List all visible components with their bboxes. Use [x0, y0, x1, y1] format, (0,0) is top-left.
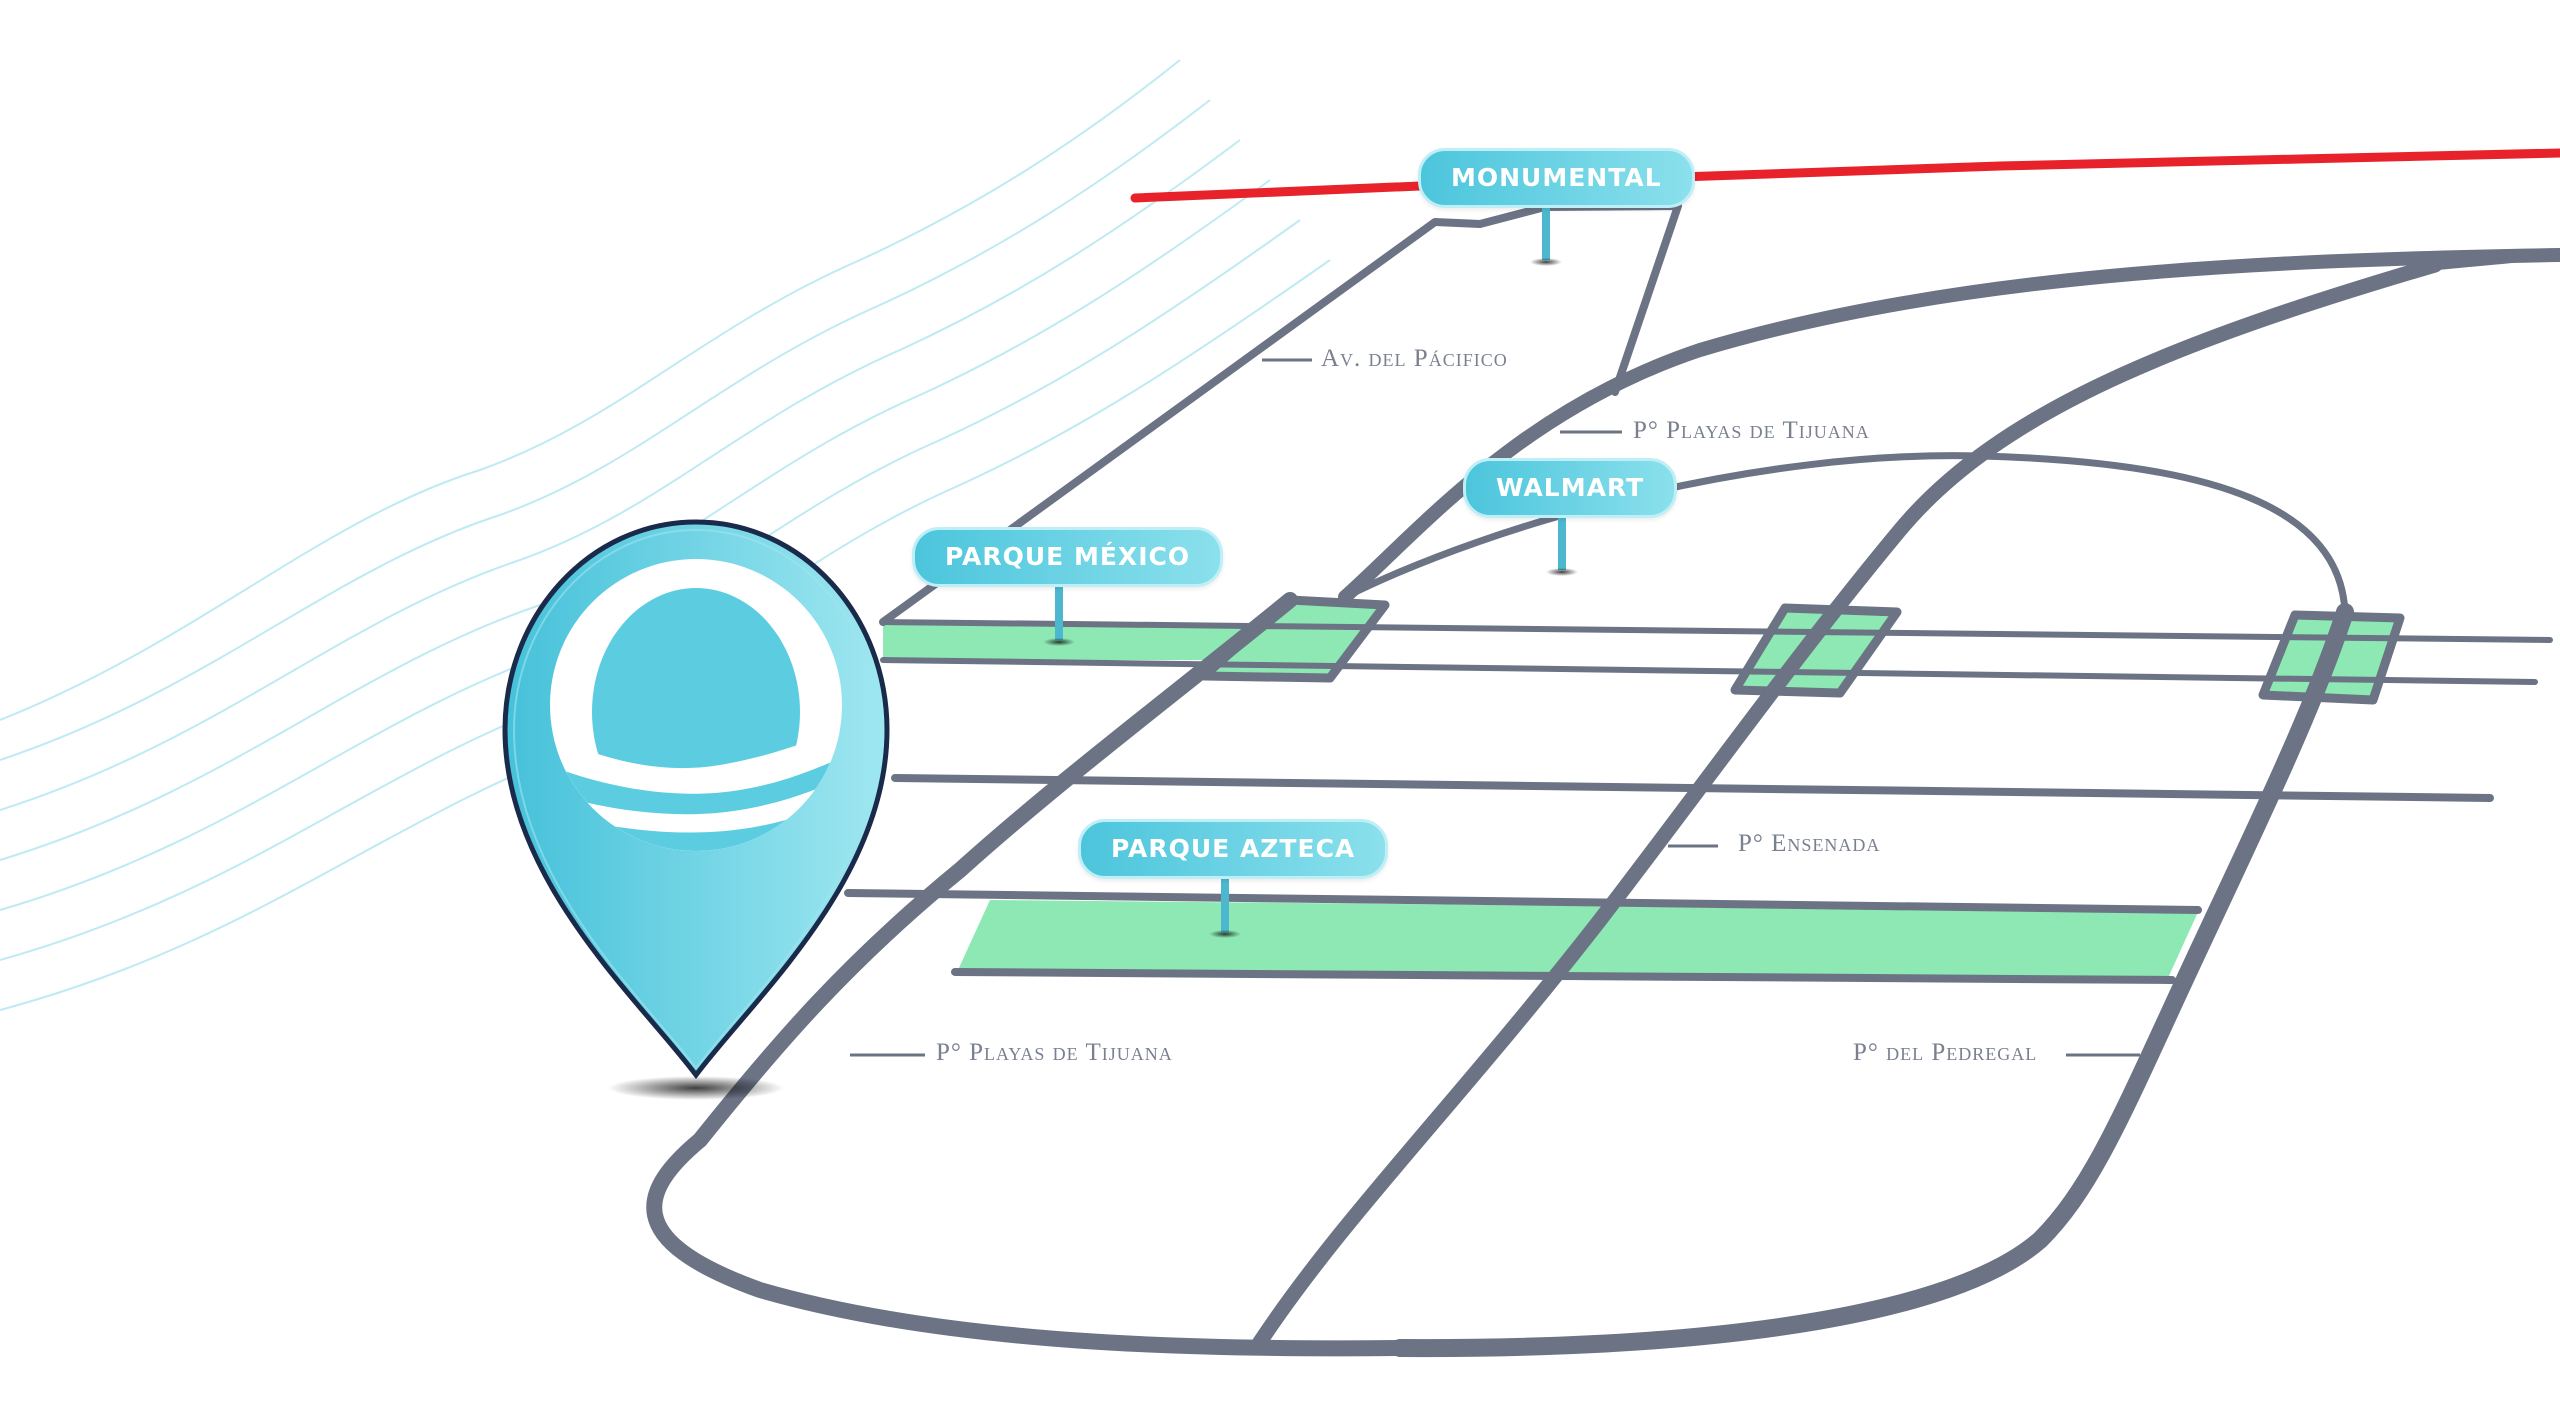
street-label-playas-tijuana-bottom: P° Playas de Tijuana: [936, 1039, 1173, 1066]
street-label-playas-tijuana-top: P° Playas de Tijuana: [1633, 417, 1870, 444]
sign-walmart: WALMART: [1463, 458, 1678, 518]
street-outer-loop: [1338, 248, 2560, 604]
street-h1: [880, 619, 2553, 643]
street-av-pacifico: [879, 202, 1682, 626]
location-pin-icon: [502, 519, 890, 1100]
street-h4: [844, 889, 2202, 914]
street-label-av-pacifico: Av. del Pácifico: [1321, 345, 1508, 372]
road-network: [646, 202, 2560, 1358]
highlight-road-monumental: [1130, 148, 2560, 203]
street-label-ticks: [850, 358, 2140, 1057]
sign-monumental: MONUMENTAL: [1418, 148, 1695, 208]
street-walmart-arc: [1341, 452, 2349, 616]
street-label-ensenada: P° Ensenada: [1738, 830, 1881, 857]
sign-parque-mexico: PARQUE MÉXICO: [912, 527, 1224, 587]
park-mexico-strip: [883, 622, 1300, 660]
sign-parque-azteca: PARQUE AZTECA: [1078, 819, 1389, 879]
street-ensenada: [1250, 257, 2443, 1353]
street-h2: [880, 657, 2538, 685]
street-pedregal: [1391, 603, 2354, 1358]
sign-poles: [1043, 190, 1578, 938]
street-label-pedregal: P° del Pedregal: [1853, 1039, 2038, 1066]
park-block-2: [1730, 603, 1902, 698]
street-playas-left: [646, 592, 1408, 1357]
